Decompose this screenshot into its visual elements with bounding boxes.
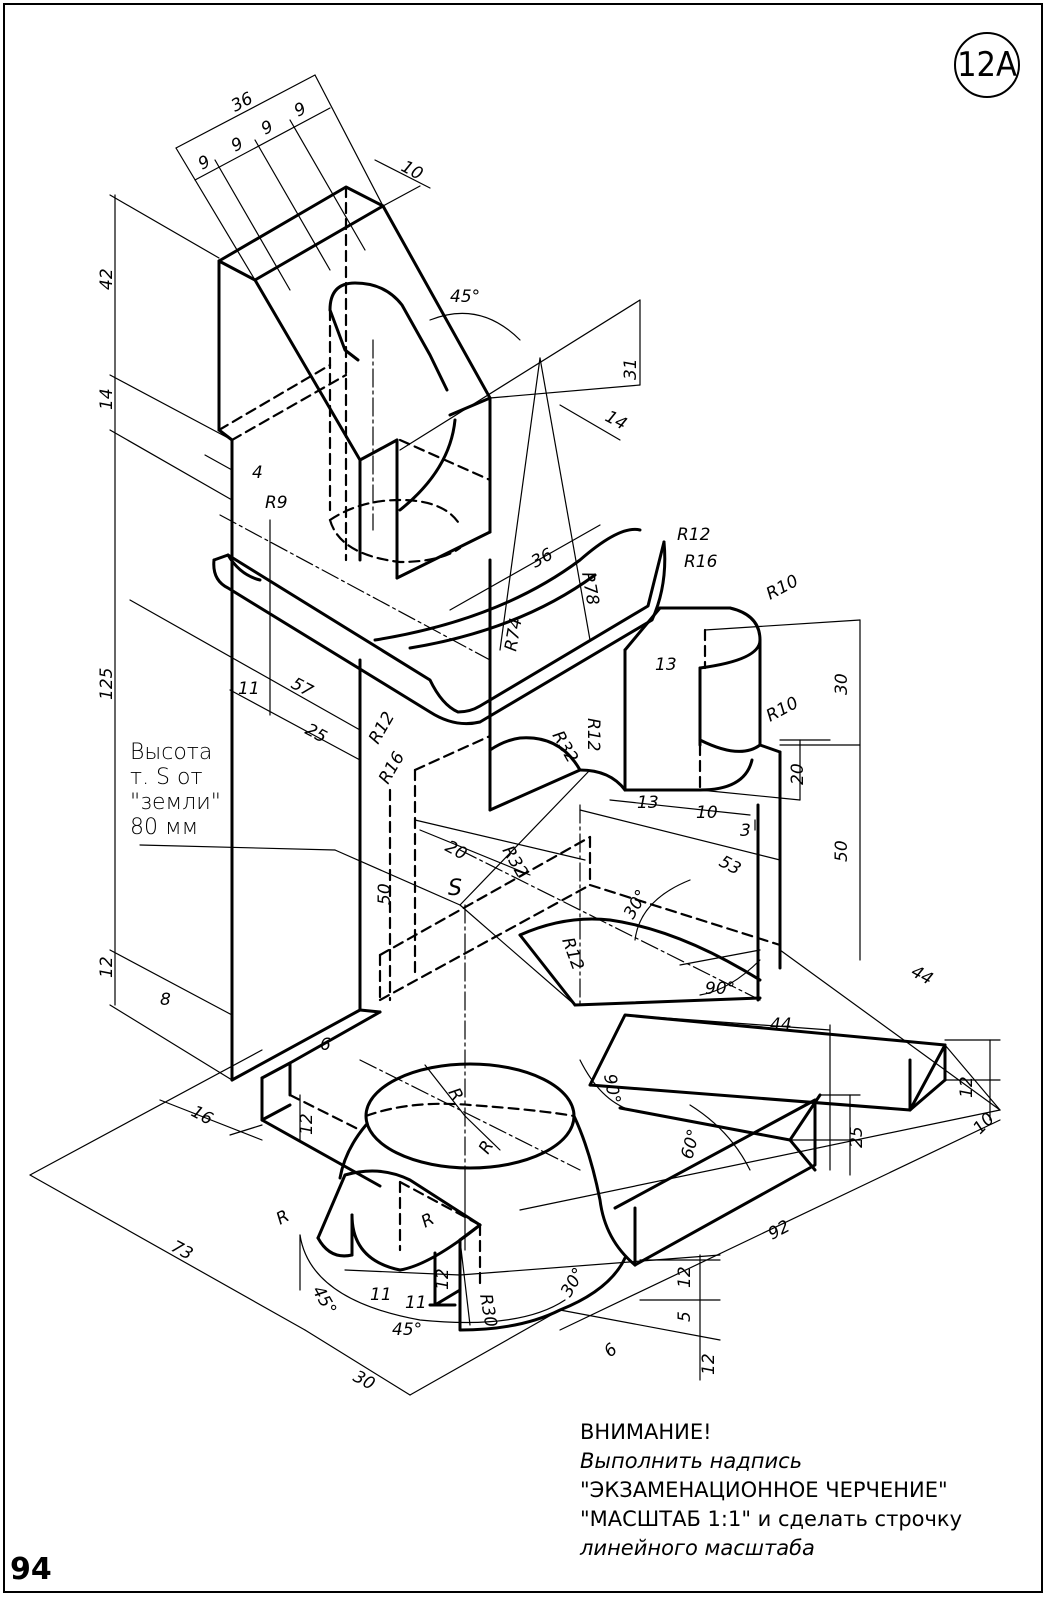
dim-12-r1: 12: [675, 1266, 695, 1288]
dim-36-mid: 36: [528, 545, 557, 573]
dim-30-bottom: 30: [350, 1367, 378, 1395]
dim-14-left: 14: [97, 388, 117, 410]
height-note-line: "земли": [130, 790, 221, 815]
dim-angle-60: 60°: [678, 1127, 705, 1161]
dim-r12-top: R12: [677, 525, 710, 545]
height-note-line: 80 мм: [130, 815, 199, 840]
dim-r-b: R: [475, 1137, 498, 1157]
dim-44-right: 44: [908, 962, 936, 990]
dim-12-r2: 12: [699, 1353, 719, 1375]
dim-36-top: 36: [228, 89, 257, 117]
dim-r78: R78: [577, 570, 603, 607]
dim-6-a: 6: [320, 1035, 331, 1055]
height-note-line: Высота: [130, 740, 213, 765]
attention-line: Выполнить надпись: [580, 1449, 803, 1473]
dim-125: 125: [97, 668, 117, 700]
dim-r16-left: R16: [375, 748, 409, 787]
dim-12-left: 12: [97, 956, 117, 978]
hidden-lines: [217, 185, 782, 1287]
point-s-label: S: [448, 876, 462, 901]
dim-8: 8: [160, 990, 171, 1010]
dim-53: 53: [716, 852, 744, 880]
dim-44-mid: 44: [770, 1015, 792, 1035]
dim-10-top: 10: [398, 157, 426, 185]
dim-10-right: 10: [969, 1109, 998, 1138]
dim-10-b: 10: [696, 803, 718, 823]
dim-4: 4: [252, 463, 263, 483]
height-note-line: т. S от: [130, 765, 203, 790]
dim-r32-a: R32: [548, 728, 582, 767]
variant-badge: 12A: [954, 32, 1020, 98]
dimension-lines: [29, 74, 1001, 1396]
dim-angle-45-b: 45°: [308, 1283, 340, 1319]
dim-r-c: R: [273, 1206, 293, 1229]
dim-50-mid: 50: [375, 883, 395, 905]
dim-9d: 9: [291, 99, 310, 122]
dim-11: 11: [238, 679, 260, 699]
dim-angle-90-a: 90°: [705, 979, 735, 999]
dim-6-b: 6: [600, 1339, 621, 1361]
dim-angle-45-c: 45°: [392, 1320, 422, 1340]
sheet-frame: [3, 3, 1043, 1593]
dim-r32-b: R32: [498, 843, 532, 882]
dim-5: 5: [675, 1311, 695, 1322]
page-number: 94: [10, 1552, 52, 1587]
dim-31: 31: [621, 358, 641, 380]
dim-50-right: 50: [832, 840, 852, 862]
dim-13-b: 13: [637, 793, 659, 813]
dim-57: 57: [288, 674, 317, 702]
dim-9b: 9: [228, 134, 247, 157]
dim-73: 73: [168, 1237, 196, 1265]
dim-9c: 9: [258, 117, 277, 140]
dim-3: 3: [740, 821, 751, 841]
dim-42: 42: [97, 268, 117, 290]
attention-line: линейного масштаба: [580, 1536, 815, 1560]
dim-11-b: 11: [405, 1293, 427, 1313]
dim-r-a: R: [444, 1085, 467, 1105]
visible-contours: [212, 185, 947, 1332]
dim-angle-45-top: 45°: [450, 287, 480, 307]
height-note: Высота т. S от "земли" 80 мм: [130, 740, 221, 840]
dim-r-d: R: [418, 1209, 438, 1232]
dim-12-right: 12: [957, 1076, 977, 1098]
dim-12-base: 12: [297, 1113, 317, 1135]
attention-note: ВНИМАНИЕ! Выполнить надпись "ЭКЗАМЕНАЦИО…: [580, 1418, 962, 1563]
dim-11-a: 11: [370, 1285, 392, 1305]
dim-r10-b: R10: [763, 693, 802, 726]
dim-25-right: 25: [847, 1126, 867, 1148]
attention-line: "МАСШТАБ 1:1" и сделать строчку: [580, 1507, 963, 1531]
dim-12-small: 12: [433, 1268, 453, 1290]
dim-16: 16: [188, 1102, 217, 1130]
dim-30: 30: [832, 673, 852, 695]
dim-13-a: 13: [655, 655, 677, 675]
dim-r30: R30: [475, 1292, 501, 1328]
dim-r16-top: R16: [684, 552, 718, 572]
dim-angle-30-mid: 30°: [620, 886, 652, 922]
attention-title: ВНИМАНИЕ!: [580, 1420, 712, 1444]
dim-angle-30-low: 30°: [557, 1264, 589, 1300]
dim-r9: R9: [265, 493, 288, 513]
dim-r10-a: R10: [763, 571, 802, 604]
dim-r12-left: R12: [365, 709, 399, 748]
dim-r12-low: R12: [557, 935, 587, 973]
attention-line: "ЭКЗАМЕНАЦИОННОЕ ЧЕРЧЕНИЕ": [580, 1478, 948, 1502]
dim-r12-mid: R12: [583, 718, 603, 751]
dim-14-right: 14: [602, 407, 630, 435]
dim-25-left: 25: [302, 720, 330, 748]
dim-angle-90-b: 90°: [599, 1072, 624, 1105]
dim-20-right: 20: [788, 763, 808, 785]
